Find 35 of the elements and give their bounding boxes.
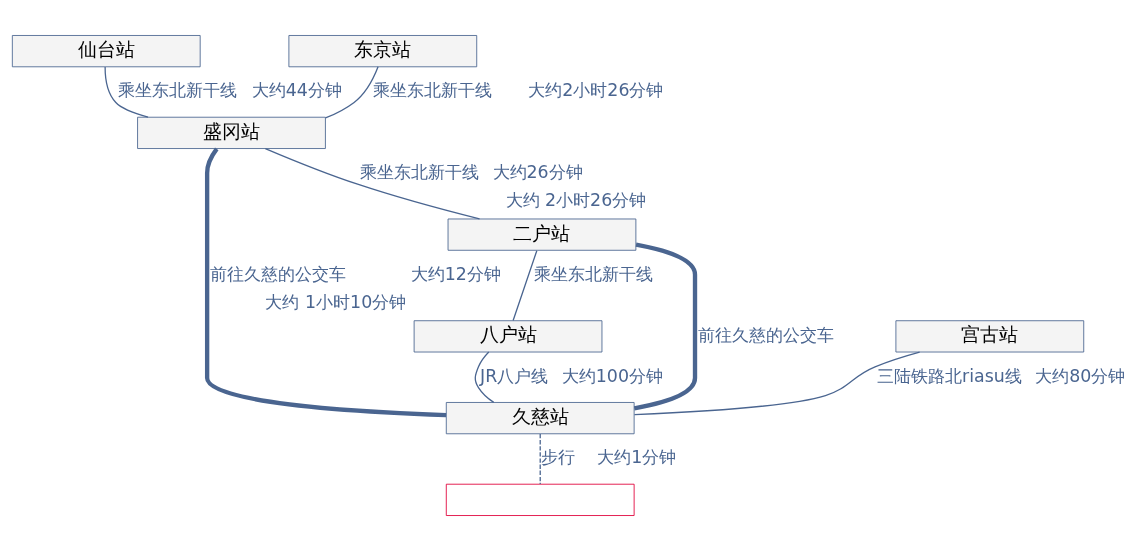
- label: 大约2小时26分钟: [528, 79, 664, 100]
- label: 大约12分钟: [410, 263, 501, 284]
- edge-label: 乘坐东北新干线: [359, 161, 479, 182]
- connector: [474, 350, 495, 403]
- edge-label: 前往久慈的公交车: [697, 324, 834, 345]
- connector: [264, 147, 481, 220]
- node-box: 盛冈站: [137, 116, 326, 149]
- connector: [633, 242, 698, 410]
- label: 大约26分钟: [492, 161, 583, 182]
- node-box: [445, 483, 635, 516]
- node-box: 仙台站: [11, 34, 201, 67]
- edge-label: JR八户线: [480, 365, 549, 386]
- edge-label: 步行: [541, 446, 576, 467]
- label: 大约1分钟: [597, 446, 677, 467]
- label: 大约 2小时26分钟: [505, 189, 647, 210]
- label: 大约100分钟: [561, 365, 663, 386]
- connector: [324, 65, 379, 119]
- label: 大约80分钟: [1035, 365, 1126, 386]
- connector: [204, 147, 447, 417]
- edge-label: 乘坐东北新干线: [533, 263, 653, 284]
- connector: [539, 432, 541, 485]
- label: 大约44分钟: [251, 79, 342, 100]
- node-box: 宫古站: [895, 319, 1085, 352]
- node-box: 久慈站: [445, 401, 635, 434]
- connector: [104, 65, 149, 118]
- label: 大约 1小时10分钟: [265, 291, 407, 312]
- edge-label: 乘坐东北新干线: [372, 79, 492, 100]
- node-box: 二户站: [447, 218, 637, 251]
- edge-label: 乘坐东北新干线: [118, 79, 238, 100]
- edge-label: 三陆铁路北riasu线: [877, 365, 1022, 386]
- edge-label: 前往久慈的公交车: [210, 263, 347, 284]
- connector: [512, 249, 538, 321]
- node-box: 八户站: [413, 319, 603, 352]
- node-box: 东京站: [288, 34, 478, 67]
- connector: [633, 350, 921, 415]
